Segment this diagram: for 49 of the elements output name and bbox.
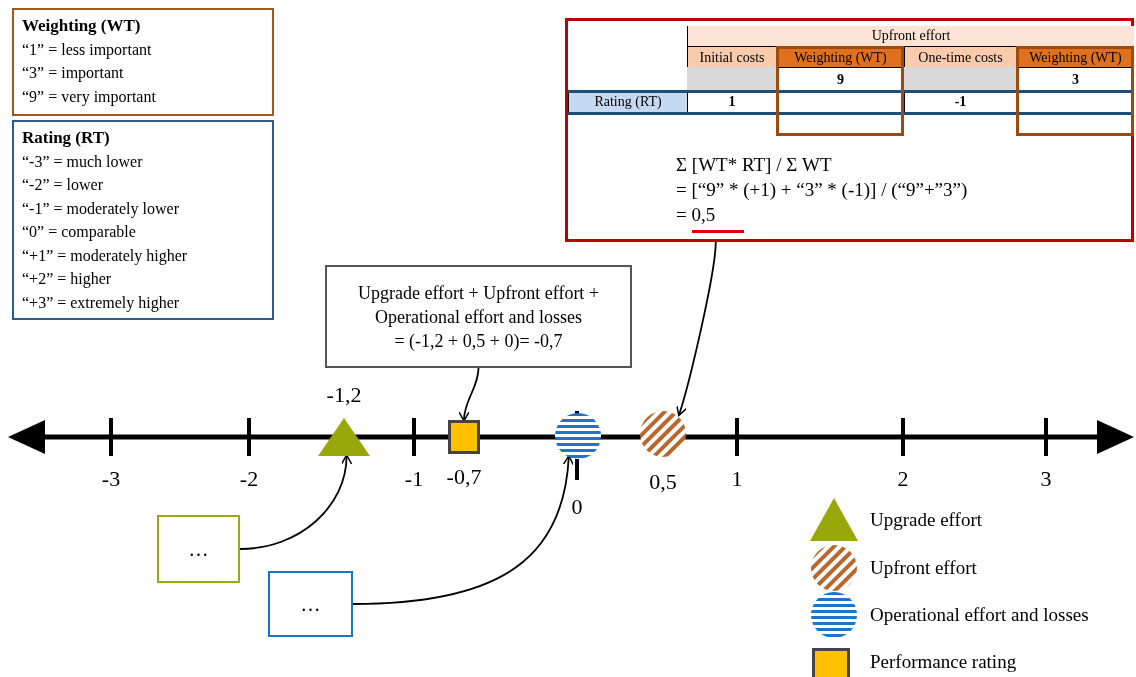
tick-label: -2 (238, 466, 260, 492)
table-header: Initial costs (687, 46, 776, 67)
legend-heading: Rating (RT) (22, 127, 111, 149)
legend-entry: “-2” = lower (22, 175, 104, 195)
hatched-circle-marker (640, 411, 686, 457)
legend-entry: “1” = less important (22, 39, 153, 61)
value-label: 0,5 (648, 469, 678, 495)
ellipsis-text: … (300, 592, 321, 616)
legend-entry: “-1” = moderately lower (22, 198, 180, 220)
arrow (675, 241, 717, 417)
striped-circle-marker (555, 413, 601, 459)
tick-label: 1 (730, 466, 744, 492)
tick-label: 2 (896, 466, 910, 492)
legend-entry: “-3” = much lower (22, 151, 144, 172)
formula-line: = [“9” * (+1) + “3” * (-1)] / (“9”+”3”) (676, 178, 968, 202)
square-marker (448, 420, 480, 454)
table-header: Upfront effort (687, 26, 1134, 46)
placeholder-box (157, 515, 240, 583)
legend-entry: “+1” = moderately higher (22, 245, 189, 267)
weighting-legend-box (12, 8, 274, 116)
legend-label: Operational effort and losses (870, 603, 1089, 627)
summary-text: = (-1,2 + 0,5 + 0)= -0,7 (394, 329, 563, 353)
legend-heading: Weighting (WT) (22, 15, 142, 37)
tick-label: 0 (570, 494, 584, 520)
legend-entry: “0” = comparable (22, 222, 137, 243)
rating-legend-box (12, 120, 274, 320)
legend-entry: “3” = important (22, 63, 125, 84)
arrow (239, 454, 352, 550)
triangle-marker (318, 418, 370, 456)
legend-label: Upfront effort (870, 556, 977, 580)
value-label: -1,2 (325, 382, 363, 408)
arrow (352, 454, 574, 605)
tick-label: -3 (100, 466, 122, 492)
formula-line: Σ [WT* RT] / Σ WT (676, 153, 832, 177)
legend-entry: “+3” = extremely higher (22, 292, 181, 314)
calculation-panel (565, 18, 1134, 242)
summary-box (325, 265, 632, 368)
ellipsis-text: … (188, 537, 209, 561)
legend-label: Performance rating (870, 650, 1017, 674)
placeholder-box (268, 571, 353, 637)
legend-entry: “+2” = higher (22, 269, 113, 290)
tick-label: 3 (1039, 466, 1053, 492)
summary-text: Upgrade effort + Upfront effort + Operational effort and losses (356, 281, 601, 329)
arrow (458, 367, 480, 422)
table-header: One-time costs (904, 46, 1016, 67)
legend-entry: “9” = very important (22, 86, 157, 108)
legend-label: Upgrade effort (870, 508, 982, 532)
row-header: Rating (RT) (568, 91, 687, 113)
formula-line: = 0,5 (676, 203, 716, 227)
